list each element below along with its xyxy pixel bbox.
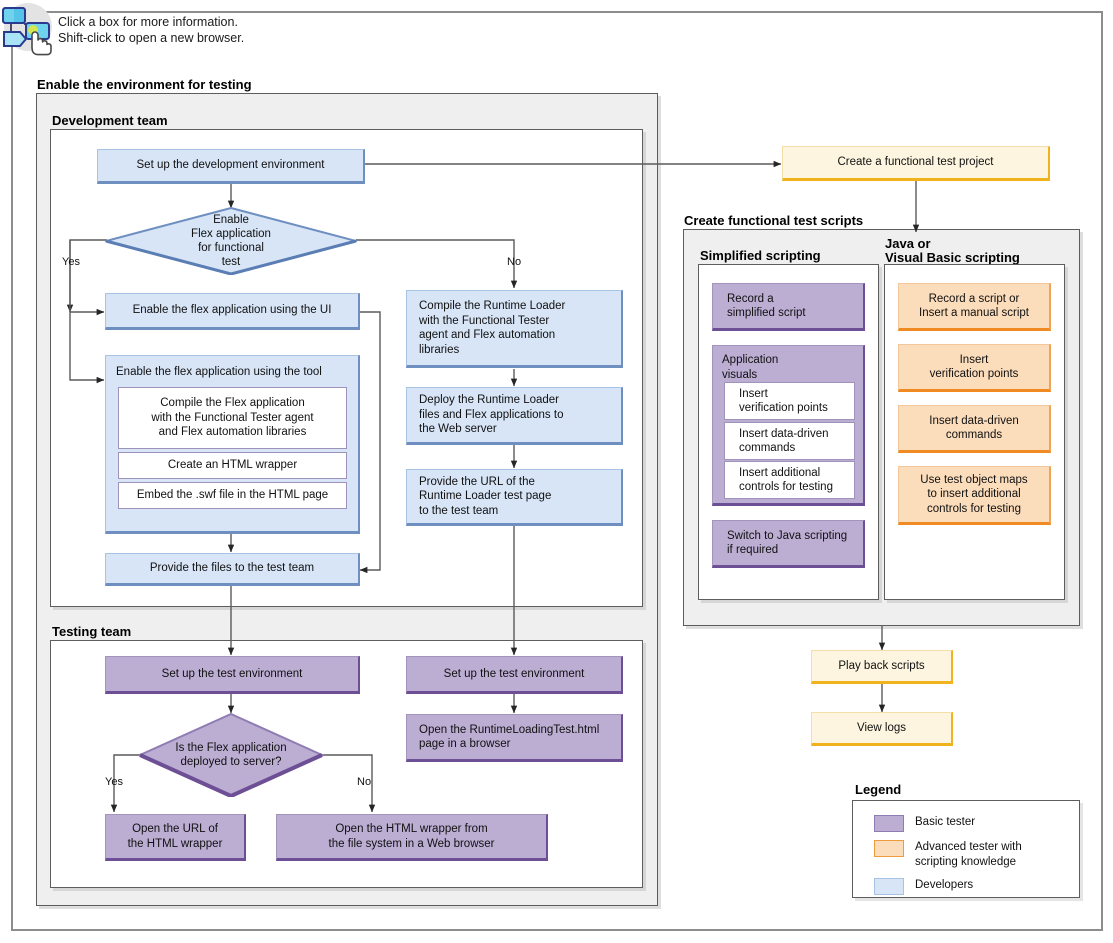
legend-label-developers: Developers <box>915 879 974 891</box>
group-title-simplified-scripting: Simplified scripting <box>700 248 821 263</box>
node-enable-flex-using-tool-label: Enable the flex application using the to… <box>116 366 322 378</box>
decision-flex-deployed-to-server[interactable]: Is the Flex application deployed to serv… <box>139 713 323 797</box>
node-record-or-insert-manual-script[interactable]: Record a script or Insert a manual scrip… <box>898 283 1051 331</box>
node-insert-data-driven-commands-visuals[interactable]: Insert data-driven commands <box>724 422 855 460</box>
legend-item-developers: Developers <box>874 878 973 895</box>
legend-label-basic-tester: Basic tester <box>915 816 976 828</box>
node-insert-data-driven-commands[interactable]: Insert data-driven commands <box>898 405 1051 453</box>
node-enable-flex-using-ui[interactable]: Enable the flex application using the UI <box>105 293 360 330</box>
node-insert-verification-points-visuals[interactable]: Insert verification points <box>724 382 855 420</box>
node-create-functional-test-project[interactable]: Create a functional test project <box>782 146 1050 181</box>
node-provide-url-runtime-loader[interactable]: Provide the URL of the Runtime Loader te… <box>406 469 623 526</box>
node-insert-additional-controls-visuals[interactable]: Insert additional controls for testing <box>724 461 855 499</box>
hint-text: Click a box for more information. Shift-… <box>58 14 244 46</box>
hint-line-2: Shift-click to open a new browser. <box>58 31 245 45</box>
edge-label-dev-no: No <box>507 256 522 268</box>
node-view-logs[interactable]: View logs <box>811 712 953 746</box>
node-switch-to-java-scripting[interactable]: Switch to Java scripting if required <box>712 520 865 568</box>
node-setup-test-environment-right[interactable]: Set up the test environment <box>406 656 623 694</box>
node-record-simplified-script[interactable]: Record a simplified script <box>712 283 865 331</box>
edge-label-test-no: No <box>357 776 372 788</box>
group-title-testing-team: Testing team <box>52 624 132 639</box>
node-deploy-runtime-loader[interactable]: Deploy the Runtime Loader files and Flex… <box>406 387 623 445</box>
legend-swatch-basic-tester <box>874 815 904 832</box>
legend-swatch-advanced-tester <box>874 840 904 857</box>
node-create-html-wrapper[interactable]: Create an HTML wrapper <box>118 452 347 479</box>
hint-line-1: Click a box for more information. <box>58 15 238 29</box>
group-title-development-team: Development team <box>52 113 168 128</box>
decision-enable-flex-application[interactable]: Enable Flex application for functional t… <box>105 207 357 275</box>
node-compile-runtime-loader[interactable]: Compile the Runtime Loader with the Func… <box>406 290 623 368</box>
node-embed-swf-file[interactable]: Embed the .swf file in the HTML page <box>118 482 347 509</box>
node-compile-flex-application[interactable]: Compile the Flex application with the Fu… <box>118 387 347 449</box>
group-title-create-scripts: Create functional test scripts <box>684 213 864 228</box>
legend-title: Legend <box>855 782 902 797</box>
group-title-java-vb-scripting: Java or Visual Basic scripting <box>885 236 1020 265</box>
legend-item-advanced-tester: Advanced tester with scripting knowledge <box>874 840 1022 869</box>
page-frame <box>11 11 1103 931</box>
node-provide-files-to-test-team[interactable]: Provide the files to the test team <box>105 553 360 586</box>
node-use-test-object-maps[interactable]: Use test object maps to insert additiona… <box>898 466 1051 525</box>
flowchart-pointer-icon <box>2 2 58 56</box>
node-open-url-html-wrapper[interactable]: Open the URL of the HTML wrapper <box>105 814 246 861</box>
node-application-visuals-label: Application visuals <box>722 354 779 381</box>
edge-label-test-yes: Yes <box>105 776 123 788</box>
legend-label-advanced-tester: Advanced tester with scripting knowledge <box>915 841 1022 868</box>
node-play-back-scripts[interactable]: Play back scripts <box>811 650 953 684</box>
node-setup-development-environment[interactable]: Set up the development environment <box>97 149 365 184</box>
group-title-enable-environment: Enable the environment for testing <box>37 77 252 92</box>
node-setup-test-environment-left[interactable]: Set up the test environment <box>105 656 360 694</box>
node-open-runtimeloadingtest-page[interactable]: Open the RuntimeLoadingTest.html page in… <box>406 714 623 762</box>
edge-label-dev-yes: Yes <box>62 256 80 268</box>
legend-swatch-developers <box>874 878 904 895</box>
node-open-html-wrapper-filesystem[interactable]: Open the HTML wrapper from the file syst… <box>276 814 548 861</box>
legend-item-basic-tester: Basic tester <box>874 815 975 832</box>
legend-box: Basic tester Advanced tester with script… <box>852 800 1080 898</box>
node-insert-verification-points[interactable]: Insert verification points <box>898 344 1051 392</box>
